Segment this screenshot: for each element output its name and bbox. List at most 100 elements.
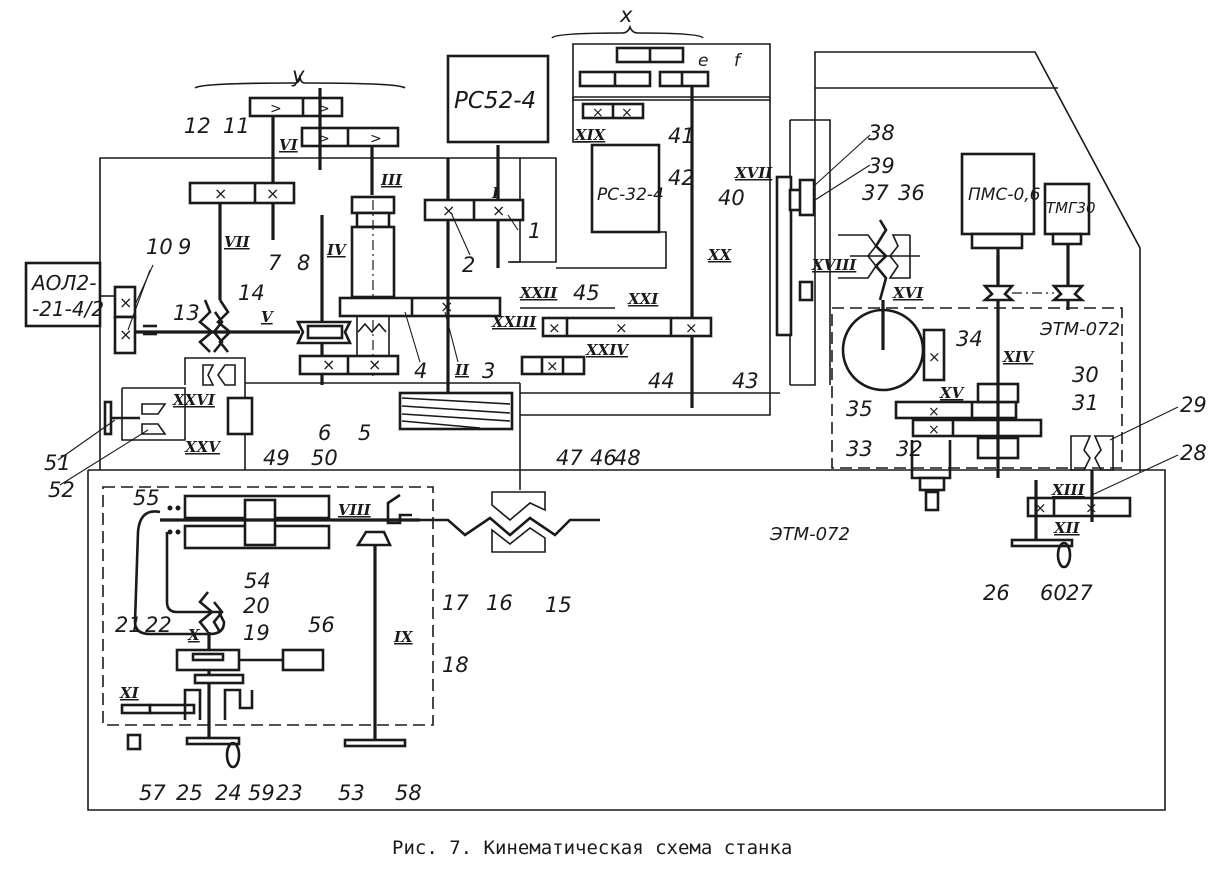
group-e-label: е [698, 51, 708, 71]
svg-text:×: × [548, 319, 561, 337]
svg-text:38: 38 [868, 121, 895, 145]
svg-text:XVI: XVI [892, 284, 924, 302]
svg-text:II: II [454, 361, 470, 379]
main-motor: АОЛ2- -21-4/2 × × [24, 261, 137, 355]
svg-text:>: > [318, 101, 330, 117]
svg-text:XXIV: XXIV [585, 341, 629, 359]
svg-text:24: 24 [215, 781, 242, 805]
svg-text:25: 25 [176, 781, 203, 805]
gear-group-x: × × [551, 24, 770, 143]
svg-text:22: 22 [145, 613, 172, 637]
svg-text:14: 14 [238, 281, 265, 305]
svg-text:×: × [119, 293, 132, 312]
svg-text:33: 33 [846, 437, 873, 461]
svg-text:×: × [928, 404, 940, 420]
svg-text:3: 3 [482, 359, 495, 383]
svg-text:32: 32 [896, 437, 923, 461]
group-x-label: х [619, 3, 633, 27]
svg-text:5: 5 [358, 421, 371, 445]
motor-tmf [1043, 182, 1091, 236]
reducer-rs52 [446, 54, 550, 144]
svg-text:30: 30 [1072, 363, 1099, 387]
svg-text:>: > [270, 101, 282, 117]
svg-text:50: 50 [311, 446, 338, 470]
svg-text:10: 10 [146, 235, 173, 259]
svg-text:56: 56 [308, 613, 335, 637]
svg-text:VI: VI [279, 136, 299, 154]
svg-text:×: × [214, 184, 227, 203]
svg-text:55: 55 [133, 486, 160, 510]
svg-text:21: 21 [115, 613, 142, 637]
svg-text:IX: IX [393, 628, 414, 646]
main-motor-label-1: АОЛ2- [30, 271, 96, 295]
svg-text:59: 59 [248, 781, 275, 805]
svg-text:26: 26 [983, 581, 1010, 605]
svg-text:XIII: XIII [1051, 481, 1086, 499]
svg-text:×: × [266, 184, 279, 203]
group-f-label: f [734, 51, 743, 71]
svg-text:>: > [370, 131, 382, 147]
svg-text:×: × [368, 355, 381, 374]
etm-lower-label: ЭТМ-072 [769, 524, 850, 545]
svg-text:58: 58 [395, 781, 422, 805]
svg-text:28: 28 [1180, 441, 1207, 465]
shaft-labels: I II III IV V VI VII VIII IX X XI XII XI… [119, 126, 1086, 702]
svg-text:I: I [491, 184, 500, 202]
svg-text:34: 34 [956, 327, 983, 351]
leader-lines [57, 134, 1179, 496]
worm [398, 391, 514, 431]
svg-text:18: 18 [442, 653, 469, 677]
svg-text:52: 52 [48, 478, 75, 502]
svg-text:XXVI: XXVI [172, 391, 216, 409]
reducer-rs52-label: РС52-4 [454, 88, 536, 114]
figure-caption: Рис. 7. Кинематическая схема станка [392, 837, 792, 859]
svg-text:>: > [318, 131, 330, 147]
svg-text:19: 19 [243, 621, 270, 645]
svg-text:×: × [928, 422, 940, 438]
motor-tmf-label: ТМГ30 [1046, 199, 1096, 217]
svg-text:45: 45 [573, 281, 600, 305]
svg-text:×: × [685, 319, 698, 337]
svg-text:1: 1 [528, 219, 541, 243]
svg-text:29: 29 [1180, 393, 1207, 417]
svg-text:37: 37 [862, 181, 889, 205]
svg-text:XXII: XXII [519, 284, 558, 302]
svg-text:III: III [380, 171, 403, 189]
svg-text:×: × [546, 357, 559, 375]
svg-text:XVII: XVII [734, 164, 773, 182]
svg-text:VII: VII [224, 233, 251, 251]
etm-upper-label: ЭТМ-072 [1039, 319, 1120, 340]
svg-text:11: 11 [223, 114, 250, 138]
svg-text:6: 6 [318, 421, 331, 445]
svg-text:15: 15 [545, 593, 572, 617]
svg-text:XXV: XXV [184, 438, 221, 456]
svg-text:41: 41 [668, 124, 695, 148]
svg-text:XXIII: XXIII [491, 313, 537, 331]
svg-text:17: 17 [442, 591, 469, 615]
spindle-dashed-box [831, 307, 1123, 469]
svg-text:12: 12 [184, 114, 211, 138]
svg-text:×: × [492, 201, 505, 220]
cylinder-iii: × [338, 195, 502, 380]
svg-text:XVIII: XVIII [811, 256, 857, 274]
svg-text:27: 27 [1066, 581, 1093, 605]
svg-text:54: 54 [244, 569, 271, 593]
svg-text:36: 36 [898, 181, 925, 205]
svg-text:4: 4 [414, 359, 427, 383]
svg-text:48: 48 [614, 446, 641, 470]
svg-text:×: × [928, 348, 941, 366]
svg-text:47: 47 [556, 446, 583, 470]
motor-pms-label: ПМС-0,6 [968, 185, 1041, 205]
svg-text:XIX: XIX [574, 126, 607, 144]
svg-text:×: × [322, 355, 335, 374]
main-motor-label-2: -21-4/2 [32, 297, 104, 321]
svg-text:53: 53 [338, 781, 365, 805]
reducer-rs32-label: РС-32-4 [597, 185, 664, 205]
svg-text:×: × [615, 319, 628, 337]
gear-group-y: > > > > [194, 74, 406, 240]
svg-text:46: 46 [590, 446, 617, 470]
svg-text:8: 8 [297, 251, 310, 275]
svg-text:40: 40 [718, 186, 745, 210]
reducer-rs32 [590, 143, 661, 234]
